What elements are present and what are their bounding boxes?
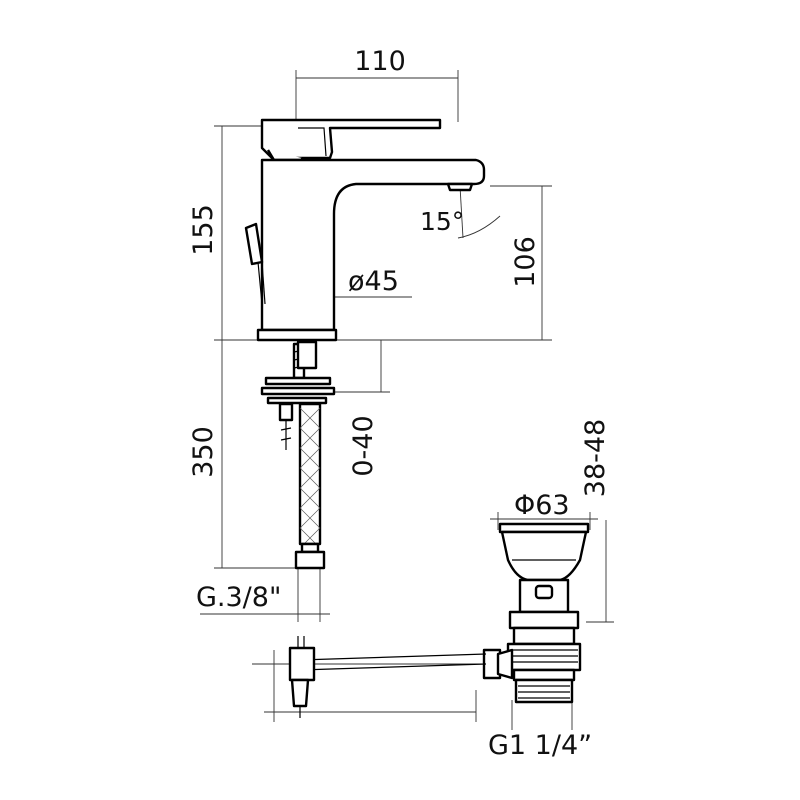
faucet <box>244 118 486 342</box>
drain-slot <box>534 584 554 600</box>
faucet-body <box>260 158 486 332</box>
label-body-diameter: ø45 <box>348 266 399 297</box>
waste-drain <box>482 522 590 704</box>
lift-rod <box>244 222 266 305</box>
dimension-labels: 110 155 106 15° ø45 350 0-40 G.3/8" Φ63 … <box>188 46 611 761</box>
label-spout-height: 106 <box>510 236 541 288</box>
mounting-kit <box>260 340 336 450</box>
label-hose-thread: G.3/8" <box>196 582 281 613</box>
faucet-handle <box>260 118 442 160</box>
flexible-hose <box>294 402 326 570</box>
label-drain-diameter: Φ63 <box>514 490 570 521</box>
label-total-height: 155 <box>188 204 219 256</box>
faucet-aerator <box>446 182 474 192</box>
label-drain-height: 38-48 <box>580 419 611 497</box>
label-spout-angle: 15° <box>420 207 464 236</box>
label-hose-length: 350 <box>188 426 219 478</box>
faucet-base <box>256 328 338 342</box>
popup-rod <box>288 636 487 718</box>
hose-fitting <box>294 550 326 570</box>
label-drain-thread: G1 1/4” <box>488 730 592 761</box>
label-worktop-thickness: 0-40 <box>348 415 379 476</box>
label-spout-reach: 110 <box>354 46 406 77</box>
